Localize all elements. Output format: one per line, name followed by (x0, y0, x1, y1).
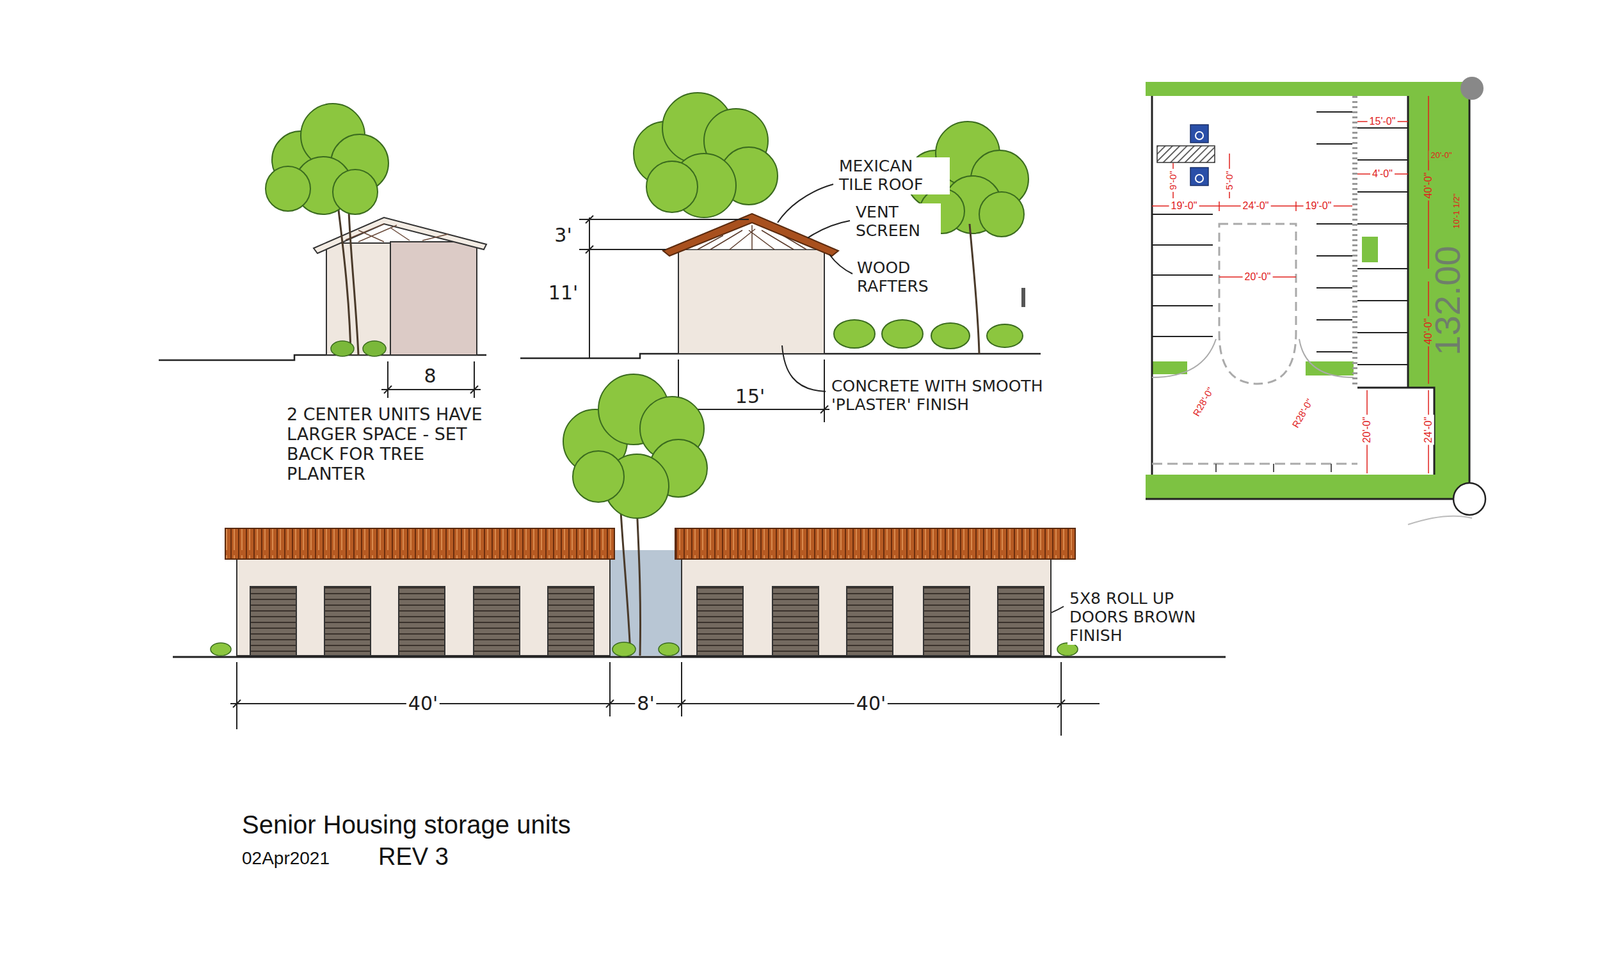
site-dimension: 19'-0" (1303, 200, 1334, 212)
radius-dimension: R28'-0" (1288, 395, 1316, 432)
dimension: 15' (733, 385, 767, 409)
callout-note: MEXICAN TILE ROOF (837, 157, 950, 195)
dimension: 8 (421, 365, 438, 388)
note: 2 CENTER UNITS HAVE LARGER SPACE - SET B… (284, 404, 500, 484)
site-dimension: 19'-0" (1169, 200, 1200, 212)
lot-dimension: 132.00 (1427, 243, 1469, 358)
callout-note: VENT SCREEN (853, 203, 941, 241)
site-dimension: 20'-0" (1428, 151, 1454, 161)
dimension: 40' (406, 693, 440, 716)
dimension: 40' (854, 693, 888, 716)
site-dimension: 40'-0" (1422, 170, 1435, 201)
site-dimension: 24'-0" (1240, 200, 1272, 212)
dimension: 11' (546, 282, 580, 305)
site-dimension: 9'-0" (1167, 168, 1179, 192)
site-dimension: 15'-0" (1367, 115, 1398, 128)
dimension: 3' (552, 224, 574, 248)
site-dimension: 20'-0" (1361, 415, 1373, 446)
callout-note: 5X8 ROLL UP DOORS BROWN FINISH (1067, 590, 1213, 646)
date: 02Apr2021 (240, 848, 332, 870)
site-dimension: 10'-1 1/2" (1452, 192, 1462, 232)
site-dimension: 20'-0" (1242, 271, 1273, 283)
dimension: 8' (634, 693, 656, 716)
callout-note: CONCRETE WITH SMOOTH 'PLASTER' FINISH (829, 377, 1103, 415)
radius-dimension: R28'-0" (1189, 384, 1217, 420)
callout-note: WOOD RAFTERS (855, 259, 943, 297)
site-dimension: 4'-0" (1370, 168, 1395, 180)
revision: REV 3 (376, 843, 451, 872)
site-dimension: 24'-0" (1422, 415, 1435, 446)
sheet-title: Senior Housing storage units (240, 810, 573, 840)
site-dimension: 5'-0" (1223, 168, 1235, 192)
